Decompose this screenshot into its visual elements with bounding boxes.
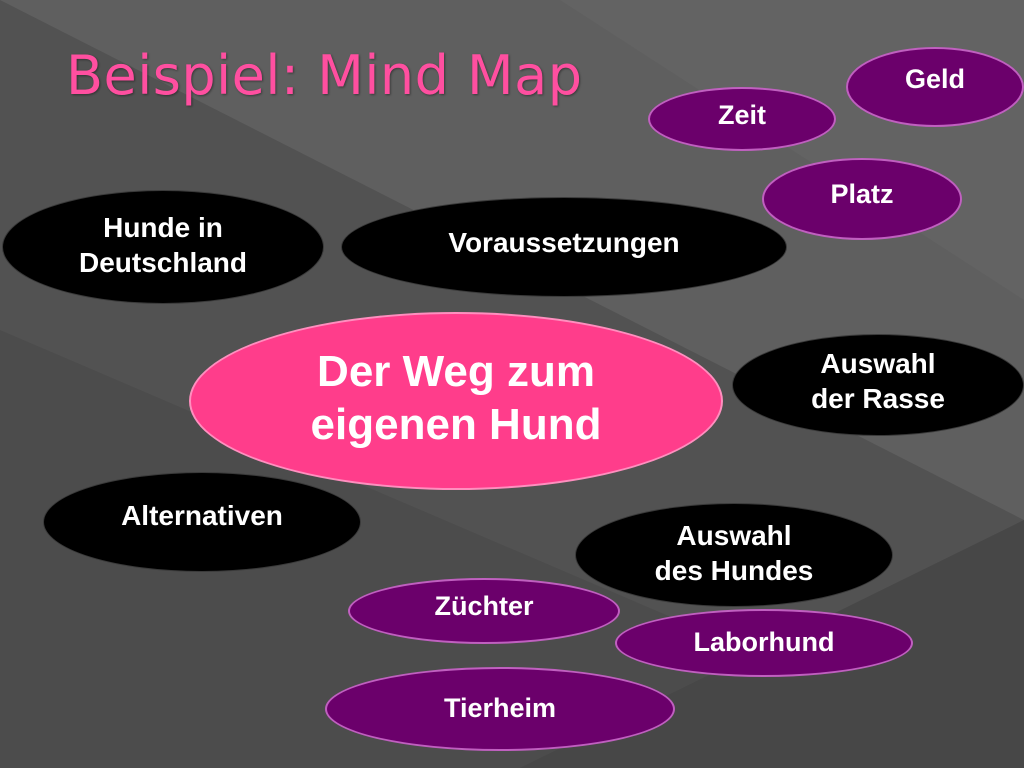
node-zeit-label: Zeit [717,100,766,131]
node-voraussetzungen: Voraussetzungen [341,197,787,297]
node-laborhund: Laborhund [615,609,913,677]
node-tierheim-label: Tierheim [443,693,557,724]
node-voraussetzungen-label: Voraussetzungen [448,226,680,258]
node-alternativen-label: Alternativen [121,499,283,531]
node-tierheim: Tierheim [325,667,675,751]
node-platz-label: Platz [830,179,894,210]
node-auswahl-des-hundes: Auswahl des Hundes [575,503,893,607]
node-zuechter-label: Züchter [434,591,534,622]
node-platz: Platz [762,158,962,240]
node-auswahl-der-rasse: Auswahl der Rasse [732,334,1024,436]
node-geld-label: Geld [904,64,965,95]
node-hunde-in-deutschland-label: Hunde in Deutschland [78,212,248,278]
node-zuechter: Züchter [348,578,620,644]
slide-title: Beispiel: Mind Map [66,44,583,107]
node-hunde-in-deutschland: Hunde in Deutschland [2,190,324,304]
center-node-label: Der Weg zum eigenen Hund [310,347,602,449]
node-zeit: Zeit [648,87,836,151]
node-alternativen: Alternativen [43,472,361,572]
node-auswahl-des-hundes-label: Auswahl des Hundes [654,520,814,586]
node-geld: Geld [846,47,1024,127]
node-auswahl-der-rasse-label: Auswahl der Rasse [811,348,945,414]
center-node: Der Weg zum eigenen Hund [189,312,723,490]
node-laborhund-label: Laborhund [693,627,835,658]
